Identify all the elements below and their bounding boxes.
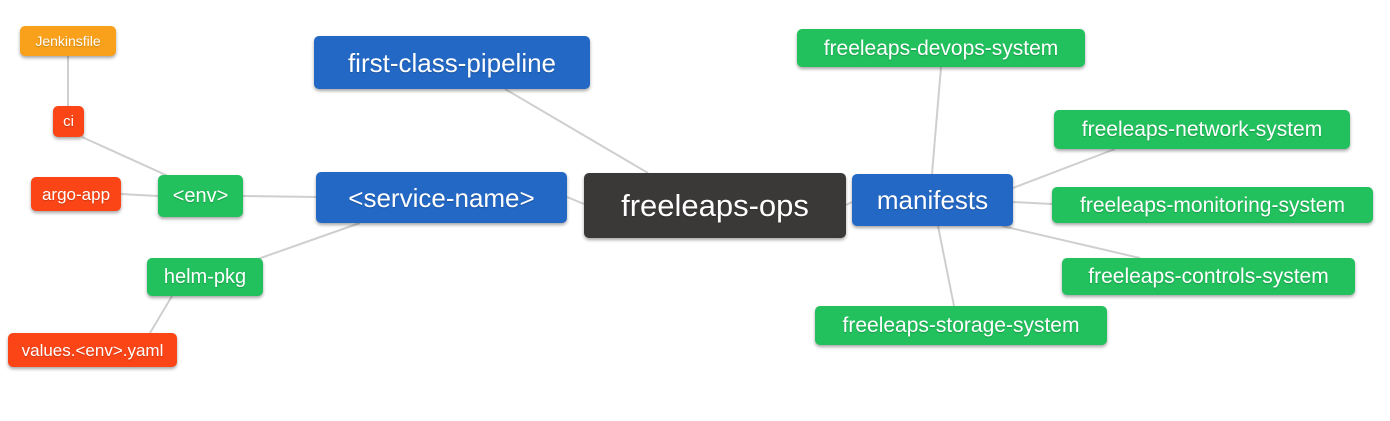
node-manifests[interactable]: manifests	[852, 174, 1013, 226]
node-argo-app[interactable]: argo-app	[31, 177, 121, 211]
node-freeleaps-monitoring-system[interactable]: freeleaps-monitoring-system	[1052, 187, 1373, 223]
node-freeleaps-ops[interactable]: freeleaps-ops	[584, 173, 846, 238]
node-freeleaps-devops-system[interactable]: freeleaps-devops-system	[797, 29, 1085, 67]
node-freeleaps-storage-system[interactable]: freeleaps-storage-system	[815, 306, 1107, 345]
node-env[interactable]: <env>	[158, 175, 243, 217]
node-first-class-pipeline[interactable]: first-class-pipeline	[314, 36, 590, 89]
node-values-env-yaml[interactable]: values.<env>.yaml	[8, 333, 177, 367]
node-service-name[interactable]: <service-name>	[316, 172, 567, 223]
node-ci[interactable]: ci	[53, 106, 84, 137]
node-jenkinsfile[interactable]: Jenkinsfile	[20, 26, 116, 56]
node-freeleaps-controls-system[interactable]: freeleaps-controls-system	[1062, 258, 1355, 295]
node-freeleaps-network-system[interactable]: freeleaps-network-system	[1054, 110, 1350, 149]
node-helm-pkg[interactable]: helm-pkg	[147, 258, 263, 296]
